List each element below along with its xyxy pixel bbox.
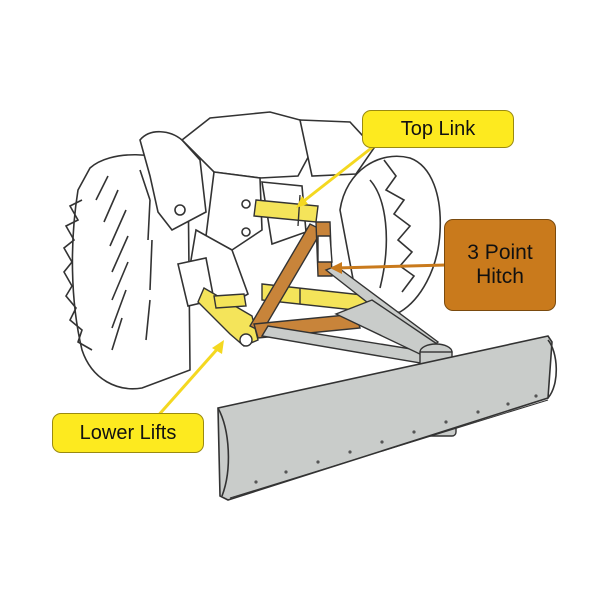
top-link-label: Top Link — [400, 117, 476, 140]
three-point-hitch-callout: 3 Point Hitch — [444, 219, 556, 311]
top-link-leader — [299, 144, 375, 206]
three-point-hitch-label: 3 Point Hitch — [467, 241, 532, 288]
lower-lifts-arrowhead — [212, 340, 224, 354]
right-rear-tire-icon — [339, 155, 442, 317]
top-link-arrowhead — [296, 196, 308, 208]
hitch-label-line2: Hitch — [476, 265, 524, 288]
hitch-arrowhead — [330, 262, 342, 274]
top-link-callout: Top Link — [362, 110, 514, 148]
blade-icon — [217, 335, 558, 501]
a-frame-braces-icon — [260, 265, 442, 365]
hitch-label-line1: 3 Point — [467, 241, 533, 265]
lower-lifts-callout: Lower Lifts — [52, 413, 204, 453]
lower-lifts-label: Lower Lifts — [79, 421, 177, 444]
lower-lifts-leader — [154, 345, 222, 419]
hitch-leader — [335, 263, 447, 270]
